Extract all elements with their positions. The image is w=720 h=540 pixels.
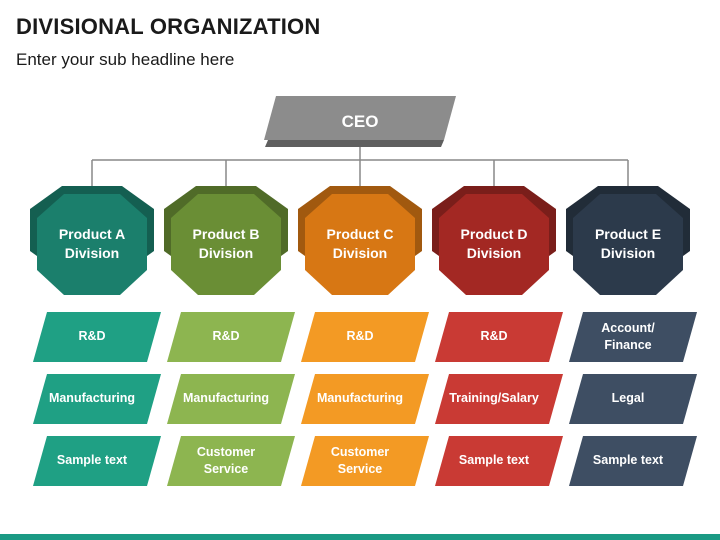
division-hexagon <box>164 186 288 295</box>
function-label: Account/ Finance <box>601 321 655 352</box>
function-box <box>435 374 563 424</box>
function-label: Legal <box>611 391 645 405</box>
function-label: Customer Service <box>196 445 256 476</box>
function-label: Manufacturing <box>48 391 136 405</box>
function-box <box>167 312 295 362</box>
division-label: Product E Division <box>594 226 662 261</box>
division-label: Product A Division <box>58 226 126 261</box>
function-label: R&D <box>346 329 374 343</box>
division-hexagon <box>566 186 690 295</box>
function-label: Manufacturing <box>182 391 270 405</box>
function-box <box>33 374 161 424</box>
function-box <box>301 312 429 362</box>
function-label: Sample text <box>458 453 530 467</box>
function-box <box>569 374 697 424</box>
division-hexagon <box>30 186 154 295</box>
page-title: DIVISIONAL ORGANIZATION <box>16 14 321 39</box>
division-hexagon <box>298 186 422 295</box>
bottom-accent-bar <box>0 534 720 540</box>
connector-lines <box>91 145 629 188</box>
function-box <box>167 374 295 424</box>
division-label: Product B Division <box>192 226 260 261</box>
function-label: R&D <box>78 329 106 343</box>
function-box <box>435 436 563 486</box>
function-box <box>569 312 697 362</box>
function-label: Sample text <box>592 453 664 467</box>
function-box <box>301 374 429 424</box>
function-label: Training/Salary <box>449 391 539 405</box>
function-label: Sample text <box>56 453 128 467</box>
function-label: Manufacturing <box>316 391 404 405</box>
division-label: Product D Division <box>460 226 528 261</box>
function-box <box>301 436 429 486</box>
function-box <box>435 312 563 362</box>
function-label: R&D <box>212 329 240 343</box>
function-label: R&D <box>480 329 508 343</box>
page-subtitle: Enter your sub headline here <box>16 50 235 69</box>
ceo-label: CEO <box>341 112 379 131</box>
function-box <box>569 436 697 486</box>
division-hexagon <box>432 186 556 295</box>
division-label: Product C Division <box>326 226 394 261</box>
function-box <box>33 436 161 486</box>
function-label: Customer Service <box>330 445 390 476</box>
ceo-box <box>264 96 456 147</box>
function-box <box>167 436 295 486</box>
function-box <box>33 312 161 362</box>
